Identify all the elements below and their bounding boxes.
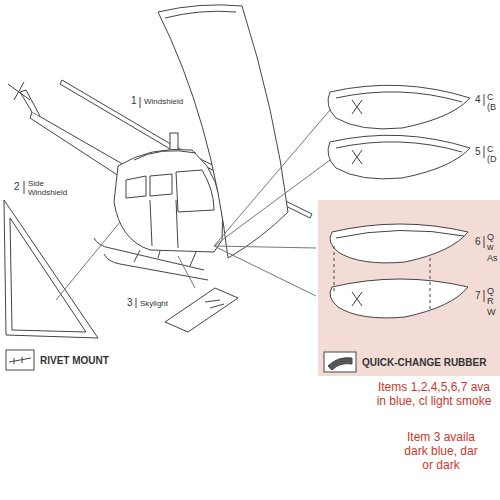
- callout-number: 2: [14, 181, 20, 193]
- chin-bubble-part: [328, 85, 470, 129]
- tail-rotor: [8, 82, 30, 100]
- availability-note: Item 3 availa dark blue, dar or dark: [398, 431, 484, 472]
- side-windshield-edge: [10, 218, 86, 332]
- part-detail: [352, 292, 362, 306]
- front-window: [176, 170, 214, 212]
- cabin-body: [114, 149, 223, 252]
- callout-number: 4: [475, 94, 481, 106]
- label-separator: [24, 94, 484, 308]
- cabin-window: [126, 174, 172, 198]
- callout-number: 3: [127, 297, 133, 309]
- skylight-part: [165, 288, 238, 332]
- engine-cowling: [134, 151, 196, 160]
- callout-number: 1: [131, 95, 137, 107]
- part-name: C (D: [487, 144, 498, 165]
- part-name: Q R W: [487, 286, 500, 317]
- mount-type: RIVET MOUNT: [40, 355, 109, 367]
- dashed-guide: [334, 246, 430, 312]
- rubber-mount-icon: [328, 358, 352, 370]
- mount-type: QUICK-CHANGE RUBBER: [362, 357, 486, 369]
- part-name: Skylight: [140, 299, 168, 308]
- part-name: Q w As: [487, 232, 500, 263]
- part-detail: [336, 92, 462, 114]
- rivet-mount-icon: [6, 350, 34, 370]
- part-name: Side Windshield: [28, 179, 72, 197]
- part-detail: [336, 230, 464, 238]
- rubber-mount-icon: [324, 352, 356, 372]
- tail-fin: [20, 90, 40, 116]
- skid-strut: [134, 250, 196, 266]
- rotor-mast: [170, 133, 178, 150]
- part-detail: [336, 142, 462, 164]
- tail-boom: [30, 112, 126, 178]
- windshield-part: [158, 5, 288, 258]
- callout-number: 7: [475, 290, 481, 302]
- landing-skid: [94, 238, 208, 280]
- quick-change-part: [330, 279, 468, 318]
- quick-change-part: [330, 224, 468, 263]
- rivet-mount-icon: [9, 357, 31, 364]
- skylight-mark: [205, 300, 224, 308]
- leader-line: [56, 110, 330, 300]
- callout-number: 5: [475, 146, 481, 158]
- callout-number: 6: [475, 236, 481, 248]
- windshield-edge: [165, 11, 236, 18]
- panel-ground: [318, 200, 500, 376]
- part-name: Windshield: [144, 97, 194, 106]
- side-windshield-part: [4, 200, 98, 338]
- chin-bubble-part: [328, 135, 470, 179]
- quick-change-panel: 6 Q w As 7 Q R W QUICK-CHANGE RUBBER: [318, 200, 500, 376]
- door-frame: [150, 200, 178, 248]
- part-name: C (B: [487, 92, 498, 113]
- availability-note: Items 1,2,4,5,6,7 ava in blue, cl light …: [376, 381, 492, 409]
